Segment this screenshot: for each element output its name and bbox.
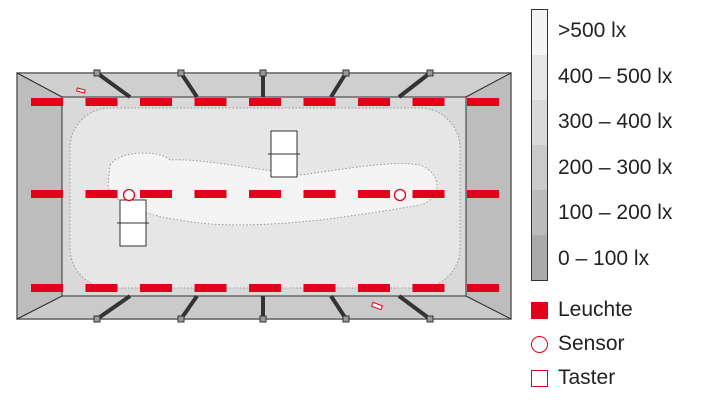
luminaire bbox=[303, 98, 336, 106]
scale-label: 400 – 500 lx bbox=[558, 64, 673, 88]
luminaire bbox=[140, 284, 172, 292]
scale-band bbox=[532, 10, 547, 55]
floor-plan bbox=[16, 69, 512, 323]
luminaire-legend-icon bbox=[531, 302, 548, 319]
scale-label: 300 – 400 lx bbox=[558, 110, 673, 133]
fixture-mount bbox=[93, 315, 101, 323]
switch-icon bbox=[370, 301, 384, 311]
luminaire bbox=[194, 284, 227, 292]
scale-band bbox=[532, 190, 547, 235]
fixture-mount bbox=[426, 69, 434, 77]
scale-label: 100 – 200 lx bbox=[558, 201, 673, 224]
switch-legend-icon bbox=[531, 370, 548, 387]
scale-label: >500 lx bbox=[558, 19, 627, 42]
fixture-mount bbox=[342, 69, 350, 77]
luminaire bbox=[194, 190, 227, 198]
switches bbox=[76, 87, 384, 311]
luminaires bbox=[31, 98, 499, 292]
symbol-label: Taster bbox=[558, 366, 616, 389]
fixture-mount bbox=[259, 69, 267, 77]
fixture-mount bbox=[177, 69, 185, 77]
wall-fixture bbox=[397, 294, 432, 321]
symbol-label: Leuchte bbox=[558, 298, 633, 321]
symbol-label: Sensor bbox=[558, 332, 625, 355]
scale-band bbox=[532, 145, 547, 190]
luminaire bbox=[31, 190, 63, 198]
luminaire bbox=[412, 190, 445, 198]
luminaire bbox=[412, 98, 445, 106]
luminaire bbox=[412, 284, 445, 292]
sensor-icon bbox=[122, 188, 136, 202]
wall-fixture bbox=[95, 294, 132, 321]
luminaire bbox=[358, 284, 390, 292]
luminaire bbox=[31, 98, 63, 106]
wall-fixture bbox=[329, 71, 348, 99]
luminaire bbox=[85, 190, 118, 198]
luminaire bbox=[85, 284, 118, 292]
luminaire bbox=[358, 98, 390, 106]
wall-fixture bbox=[329, 294, 348, 321]
fixture-mount bbox=[259, 315, 267, 323]
scale-band bbox=[532, 235, 547, 280]
luminaire bbox=[31, 284, 63, 292]
sensor-icon bbox=[393, 188, 407, 202]
fixture-mount bbox=[342, 315, 350, 323]
luminaire bbox=[140, 98, 172, 106]
luminaire bbox=[194, 98, 227, 106]
scale-label: 0 – 100 lx bbox=[558, 246, 650, 270]
sensor-legend-icon bbox=[531, 336, 548, 353]
scale-band bbox=[532, 100, 547, 145]
scale-band bbox=[532, 55, 547, 100]
wall-fixture bbox=[95, 71, 132, 99]
luminaire bbox=[249, 98, 281, 106]
wall-fixture bbox=[179, 294, 199, 321]
wall-fixtures bbox=[93, 69, 434, 323]
luminaire bbox=[467, 98, 499, 106]
luminaire bbox=[249, 190, 281, 198]
luminaire bbox=[303, 284, 336, 292]
luminaire bbox=[303, 190, 336, 198]
wall-fixture bbox=[397, 71, 432, 99]
wall-fixture bbox=[179, 71, 199, 99]
fixture-mount bbox=[426, 315, 434, 323]
fixture-mount bbox=[177, 315, 185, 323]
luminaire bbox=[358, 190, 390, 198]
luminaire bbox=[85, 98, 118, 106]
luminaire bbox=[249, 284, 281, 292]
luminaire bbox=[467, 190, 499, 198]
scale-label: 200 – 300 lx bbox=[558, 155, 673, 179]
fixture-mount bbox=[93, 69, 101, 77]
switch-icon bbox=[76, 87, 86, 94]
illuminance-scale bbox=[531, 9, 548, 281]
furniture bbox=[117, 130, 300, 247]
luminaire bbox=[140, 190, 172, 198]
luminaire bbox=[467, 284, 499, 292]
sensors bbox=[122, 188, 407, 202]
